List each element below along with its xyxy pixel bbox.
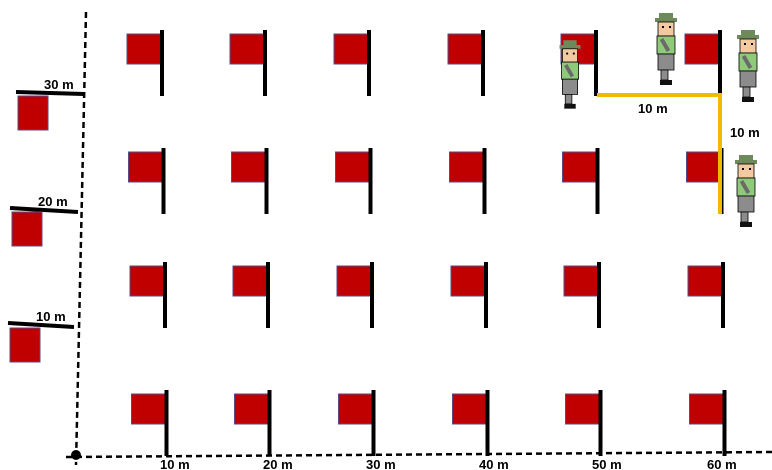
- flag-cloth: [688, 266, 722, 296]
- flag: [339, 390, 374, 456]
- x-tick-label: 40 m: [479, 457, 509, 470]
- x-tick-label: 10 m: [160, 457, 190, 470]
- flag-cloth: [339, 394, 373, 424]
- flag: [127, 30, 162, 96]
- flag: [235, 390, 270, 456]
- flag: [688, 262, 723, 328]
- flag-cloth: [129, 152, 163, 182]
- flag: [132, 390, 167, 456]
- x-tick-label: 30 m: [366, 457, 396, 470]
- flag: [336, 148, 371, 214]
- walking-person-icon: [560, 40, 581, 108]
- flag: [233, 262, 268, 328]
- x-tick-label: 50 m: [592, 457, 622, 470]
- y-marker-30: 30 m: [16, 77, 84, 130]
- flag-cloth: [232, 152, 266, 182]
- walking-person-icon: [735, 155, 757, 227]
- flag-cloth: [127, 34, 161, 64]
- x-tick-label: 60 m: [707, 457, 737, 470]
- flag: [690, 390, 725, 456]
- flag: [129, 148, 164, 214]
- flag-cloth: [337, 266, 371, 296]
- flag-cloth: [687, 152, 721, 182]
- flag-cloth: [563, 152, 597, 182]
- y-marker-20: 20 m: [10, 194, 78, 246]
- walking-person-icon: [655, 13, 677, 85]
- flag-cloth: [132, 394, 166, 424]
- flag: [450, 148, 485, 214]
- flag-cloth: [450, 152, 484, 182]
- flag: [563, 148, 598, 214]
- flag: [230, 30, 265, 96]
- y-tick-label: 20 m: [38, 194, 68, 209]
- y-marker-flag: [10, 328, 40, 362]
- flag-cloth: [233, 266, 267, 296]
- flag: [130, 262, 165, 328]
- y-marker-flag: [18, 96, 48, 130]
- walk-path-horizontal-label: 10 m: [638, 101, 668, 116]
- y-marker-flag: [12, 212, 42, 246]
- flag-cloth: [685, 34, 719, 64]
- flag-cloth: [334, 34, 368, 64]
- x-tick-label: 20 m: [263, 457, 293, 470]
- flag: [334, 30, 369, 96]
- walking-person-icon: [737, 30, 759, 102]
- origin-dot: [71, 450, 81, 460]
- flag-cloth: [130, 266, 164, 296]
- flag-cloth: [451, 266, 485, 296]
- flag-cloth: [690, 394, 724, 424]
- y-axis: [76, 12, 86, 465]
- flag: [453, 390, 488, 456]
- flag-cloth: [564, 266, 598, 296]
- flag: [564, 262, 599, 328]
- flag: [687, 148, 722, 214]
- flag: [451, 262, 486, 328]
- flag: [337, 262, 372, 328]
- flag: [685, 30, 720, 96]
- flag-cloth: [336, 152, 370, 182]
- flag-cloth: [230, 34, 264, 64]
- flag: [566, 390, 601, 456]
- walk-path: 10 m 10 m: [597, 95, 760, 214]
- flag-cloth: [448, 34, 482, 64]
- x-axis-labels: 10 m 20 m 30 m 40 m 50 m 60 m: [160, 457, 737, 470]
- flag-cloth: [566, 394, 600, 424]
- flag: [232, 148, 267, 214]
- y-tick-label: 10 m: [36, 309, 66, 324]
- y-marker-10: 10 m: [8, 309, 74, 362]
- flag: [448, 30, 483, 96]
- y-tick-bar: [16, 92, 84, 94]
- flag-cloth: [453, 394, 487, 424]
- y-tick-label: 30 m: [44, 77, 74, 92]
- walk-path-vertical-label: 10 m: [730, 125, 760, 140]
- flag-cloth: [235, 394, 269, 424]
